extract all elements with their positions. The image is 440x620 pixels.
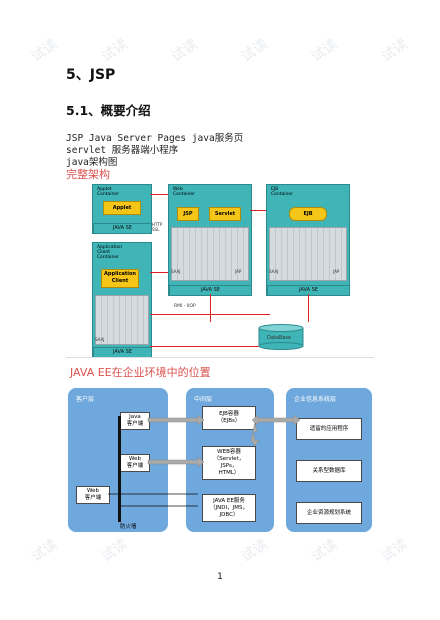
arrow-web-to-webcontainer xyxy=(147,456,205,468)
arrows-overlay xyxy=(108,414,301,507)
api-stack xyxy=(95,295,149,345)
diagram2-title: JAVA EE在企业环境中的位置 xyxy=(70,366,211,379)
page-number: 1 xyxy=(217,572,223,582)
middle-tier-title: 中间层 xyxy=(194,396,213,403)
jap-label: JAP xyxy=(333,269,340,274)
java-se-bar: JAVA SE xyxy=(93,223,152,234)
enterprise-system-box: 企业资源规划系统 xyxy=(296,502,362,524)
relational-db-box: 关系型数据库 xyxy=(296,460,362,482)
connector-line xyxy=(150,272,168,273)
watermark: 试读 xyxy=(238,36,271,66)
applet-container: Applet Container Applet JAVA SE xyxy=(92,184,152,234)
watermark: 试读 xyxy=(168,36,201,66)
web-client-box: Web 客户端 xyxy=(76,486,110,504)
applet-box: Applet xyxy=(103,201,141,215)
section-heading: 5、JSP xyxy=(66,67,116,83)
eis-tier-panel: 企业信息系统层 遗留的应用程序 关系型数据库 企业资源规划系统 xyxy=(286,388,372,532)
app-client-box: Application Client xyxy=(101,269,139,288)
connector-line xyxy=(250,210,266,211)
applet-container-label: Applet Container xyxy=(97,187,119,197)
watermark: 试读 xyxy=(378,36,411,66)
watermark: 试读 xyxy=(378,536,411,566)
ejb-container: EJB Container EJB SAAJ JAP JAVA SE xyxy=(266,184,350,296)
connector-line xyxy=(308,294,309,322)
divider xyxy=(66,357,374,358)
architecture-diagram: Applet Container Applet JAVA SE Applicat… xyxy=(90,180,350,360)
web-container-box: WEB容器 （Servlet， JSPs， HTML） xyxy=(202,446,256,480)
firewall-label: 防火墙 xyxy=(120,524,137,530)
database-label: DataBase xyxy=(267,335,292,341)
app-client-container-label: Application Client Container xyxy=(97,245,123,260)
database-cylinder: DataBase xyxy=(258,324,304,350)
database-icon xyxy=(258,324,304,350)
api-stack xyxy=(171,227,249,281)
watermark: 试读 xyxy=(98,36,131,66)
app-client-container: Application Client Container Application… xyxy=(92,242,152,358)
firewall-bar xyxy=(118,416,121,522)
arrow-middle-to-eis xyxy=(251,414,301,426)
servlet-box: Servlet xyxy=(209,207,241,221)
watermark: 试读 xyxy=(28,36,61,66)
client-tier-title: 客户层 xyxy=(76,396,95,403)
connector-line xyxy=(150,194,168,195)
watermark: 试读 xyxy=(98,536,131,566)
subsection-heading: 5.1、概要介绍 xyxy=(66,103,151,118)
legacy-app-box: 遗留的应用程序 xyxy=(296,418,362,440)
arrow-java-to-ejb xyxy=(147,414,205,426)
saaj-label: SAAJ xyxy=(171,269,181,274)
watermark: 试读 xyxy=(238,536,271,566)
body-line: JSP Java Server Pages java服务页 xyxy=(66,133,244,144)
rmi-iiop-label: RMI - IIOP xyxy=(174,304,196,309)
jsp-box: JSP xyxy=(177,207,199,221)
body-line: java架构图 xyxy=(66,157,118,168)
ejb-box: EJB xyxy=(289,207,327,221)
jap-label: JAP xyxy=(235,269,242,274)
eis-tier-title: 企业信息系统层 xyxy=(294,396,337,403)
section-title: 完整架构 xyxy=(66,168,110,181)
web-container-label: Web Container xyxy=(173,187,195,197)
saaj-label: SAAJ xyxy=(269,269,279,274)
ejb-container-label: EJB Container xyxy=(271,187,293,197)
connector-line xyxy=(210,294,211,322)
body-line: servlet 服务器端小程序 xyxy=(66,145,179,156)
ejb-container-box: EJB容器 （EJBs） xyxy=(202,406,256,430)
web-container: Web Container JSP Servlet SAAJ JAP JAVA … xyxy=(168,184,252,296)
javaee-service-box: JAVA EE服务 （JNDI，JMS， JDBC） xyxy=(202,494,256,522)
api-stack xyxy=(269,227,347,281)
connector-line xyxy=(150,346,260,347)
http-ssl-label: HTTP SSL xyxy=(152,222,163,232)
watermark: 试读 xyxy=(308,536,341,566)
watermark: 试读 xyxy=(308,36,341,66)
saaj-label: SAAJ xyxy=(95,337,105,342)
watermark: 试读 xyxy=(28,536,61,566)
enterprise-diagram: 客户层 Java 客户端 Web 客户端 Web 客户端 防火墙 中间层 EJB… xyxy=(68,382,374,534)
arrow-ejb-web xyxy=(250,421,260,447)
